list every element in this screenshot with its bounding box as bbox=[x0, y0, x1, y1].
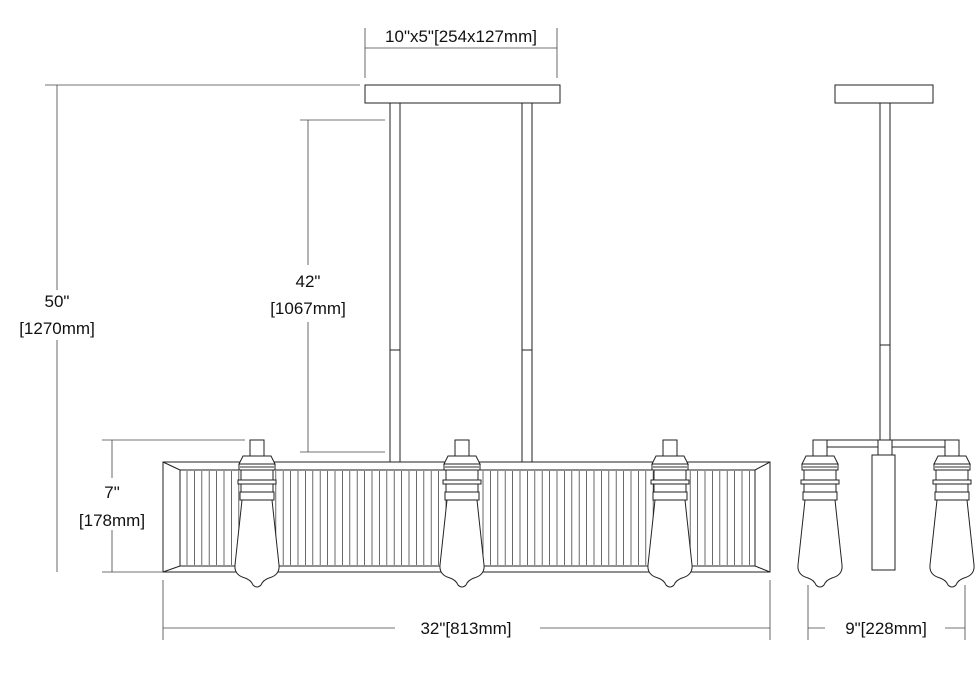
fixture-height-mm: [178mm] bbox=[79, 511, 145, 530]
rod-length-in: 42" bbox=[296, 272, 321, 291]
depth-label: 9"[228mm] bbox=[845, 619, 927, 638]
canopy-dimension-label: 10"x5"[254x127mm] bbox=[385, 27, 537, 46]
canopy bbox=[364, 84, 561, 104]
overall-height-mm: [1270mm] bbox=[19, 319, 95, 338]
bulb-2 bbox=[439, 439, 485, 588]
bulb-1 bbox=[234, 439, 280, 588]
rod-left bbox=[389, 102, 401, 464]
dimension-fixture-height: 7" [178mm] bbox=[79, 439, 245, 573]
overall-height-in: 50" bbox=[45, 292, 70, 311]
rod-right bbox=[521, 102, 533, 464]
side-center-block bbox=[871, 454, 896, 571]
side-view bbox=[797, 84, 975, 588]
rod-length-mm: [1067mm] bbox=[270, 299, 346, 318]
dimension-depth: 9"[228mm] bbox=[807, 585, 966, 640]
front-view bbox=[162, 84, 771, 588]
dimension-canopy: 10"x5"[254x127mm] bbox=[364, 27, 558, 78]
dimension-overall-height: 50" [1270mm] bbox=[19, 84, 360, 572]
bulb-3 bbox=[647, 439, 693, 588]
dimension-rod-length: 42" [1067mm] bbox=[270, 119, 385, 453]
side-canopy bbox=[834, 84, 934, 104]
width-label: 32"[813mm] bbox=[420, 619, 511, 638]
side-bulb-2 bbox=[929, 439, 975, 588]
fixture-height-in: 7" bbox=[104, 483, 120, 502]
dimension-width: 32"[813mm] bbox=[162, 580, 771, 640]
side-bulb-1 bbox=[797, 439, 843, 588]
side-rod bbox=[879, 102, 891, 444]
